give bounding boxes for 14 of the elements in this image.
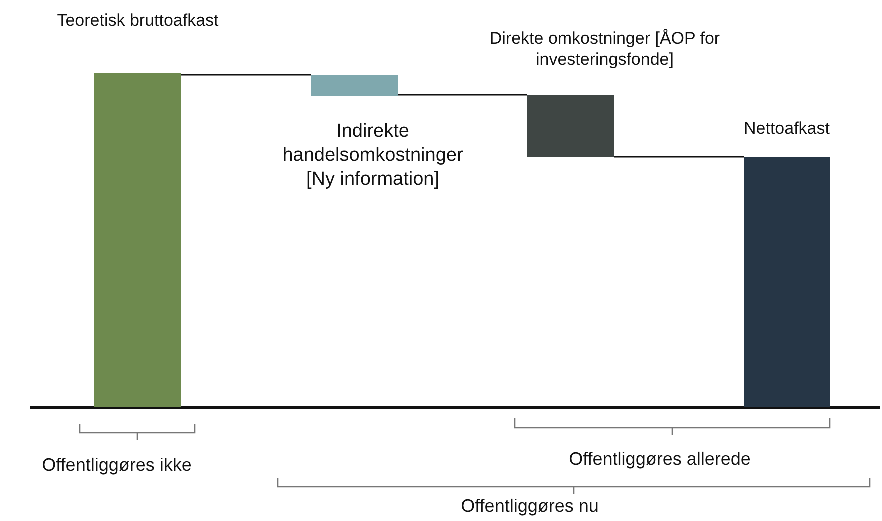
connector-line [181,74,311,76]
bar-label: Teoretisk bruttoafkast [56,10,220,32]
waterfall-bar [527,95,614,157]
bar-label: Nettoafkast [743,118,831,140]
bar-label: Direkte omkostninger [ÅOP for investeringsfonde] [488,28,722,70]
bracket-label: Offentliggøres nu [461,496,599,517]
bar-label: Indirekte handelsomkostninger [Ny information] [282,120,464,192]
waterfall-bar [94,73,181,407]
waterfall-bar [311,75,398,96]
bracket-label: Offentliggøres ikke [42,455,192,476]
waterfall-bar [744,157,830,407]
connector-line [614,156,744,158]
bracket-label: Offentliggøres allerede [569,449,751,470]
connector-line [398,94,527,96]
